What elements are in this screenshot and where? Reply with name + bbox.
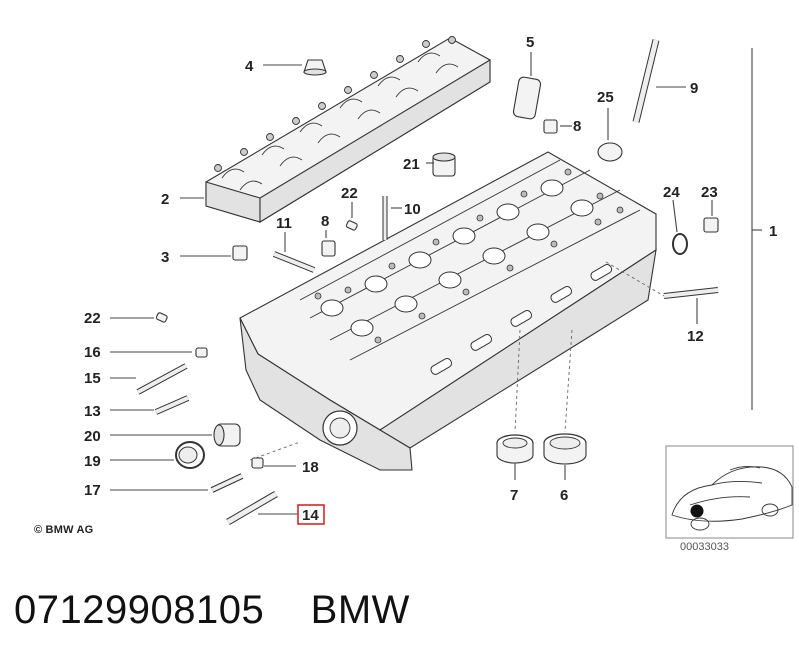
callout-8: 8 [321, 213, 329, 230]
location-marker-icon [690, 504, 704, 518]
part-number-caption: 07129908105 BMW [14, 588, 410, 633]
callout-12: 12 [687, 328, 704, 345]
callout-15: 15 [84, 370, 101, 387]
brand-name: BMW [310, 588, 410, 632]
bearing-carrier-part [205, 36, 491, 223]
callout-16: 16 [84, 344, 101, 361]
callout-7: 7 [510, 487, 518, 504]
part-number: 07129908105 [14, 588, 265, 632]
thumbnail-code: 00033033 [680, 541, 729, 553]
callout-22: 22 [341, 185, 358, 202]
callout-14: 14 [302, 507, 319, 524]
callout-23: 23 [701, 184, 718, 201]
callout-1: 1 [769, 223, 777, 240]
callout-2: 2 [161, 191, 169, 208]
callout-4: 4 [245, 58, 254, 75]
callout-20: 20 [84, 428, 101, 445]
small-parts [136, 39, 719, 526]
callout-8: 8 [573, 118, 581, 135]
cylinder-head-part [239, 151, 657, 471]
callout-18: 18 [302, 459, 319, 476]
callout-25: 25 [597, 89, 614, 106]
vehicle-locator-thumbnail [665, 445, 794, 539]
callout-17: 17 [84, 482, 101, 499]
callout-10: 10 [404, 201, 421, 218]
callout-13: 13 [84, 403, 101, 420]
leader-lines [110, 48, 762, 515]
callout-19: 19 [84, 453, 101, 470]
exploded-parts-diagram: 1 2 3 4 5 6 7 8 8 9 10 11 12 13 14 15 16… [84, 34, 794, 539]
callout-11: 11 [276, 215, 292, 232]
callout-14-highlight-box [297, 504, 325, 525]
callout-24: 24 [663, 184, 680, 201]
copyright-notice: © BMW AG [34, 524, 94, 536]
callout-6: 6 [560, 487, 568, 504]
callout-21: 21 [403, 156, 420, 173]
callout-9: 9 [690, 80, 698, 97]
callout-5: 5 [526, 34, 534, 51]
callout-3: 3 [161, 249, 169, 266]
callout-labels: 1 2 3 4 5 6 7 8 8 9 10 11 12 13 14 15 16… [84, 34, 777, 525]
callout-22: 22 [84, 310, 101, 327]
